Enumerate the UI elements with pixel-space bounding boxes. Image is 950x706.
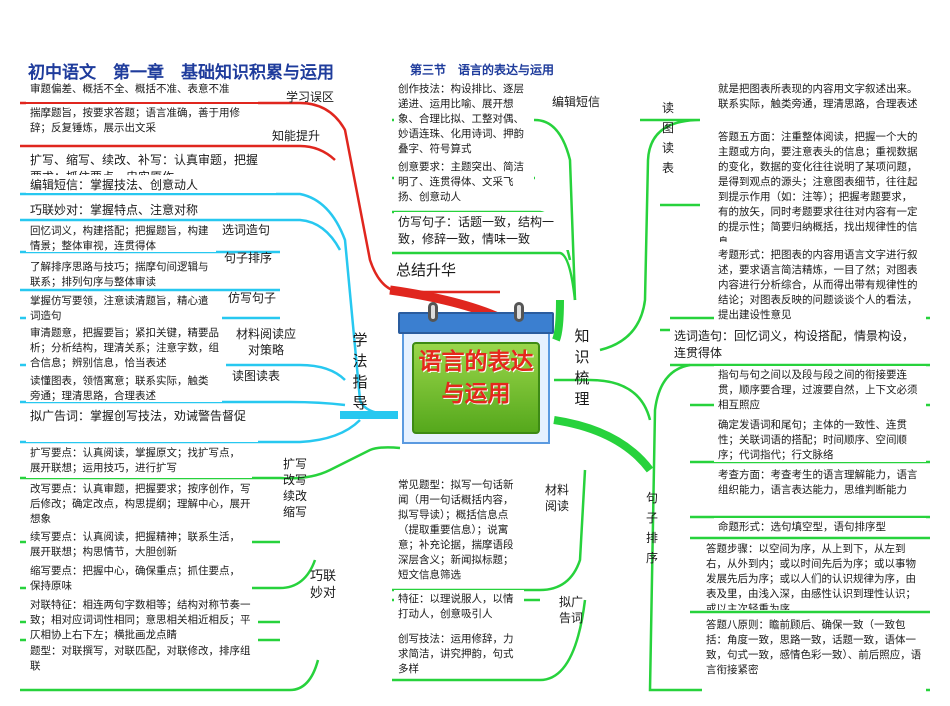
label-sentence-order: 句子排序	[224, 251, 273, 265]
cyan-connectors	[20, 192, 399, 444]
label-study-mistake: 学习误区	[286, 90, 335, 104]
sentence-text-1: 指句与句之间以及段与段之间的衔接要连贯，顺序要合理，过渡要自然，上下文必须相互照…	[714, 366, 926, 412]
expand-text-4: 缩写要点：把握中心，确保重点；抓住要点，保持原味	[26, 562, 252, 594]
left-text-2: 揣摩题旨，按要求答题；语言准确，善于用修辞；反复锤炼，展示出文采	[26, 104, 258, 144]
branch-couplet-text: 巧联妙对	[309, 569, 336, 601]
sms-text-1: 创作技法：构设排比、逐层递进、运用比喻、展开想象、合理比拟、工整对偶、妙语连珠、…	[394, 80, 534, 156]
ad-text-1: 特征：以理说服人，以情打动人，创意吸引人	[394, 590, 524, 622]
ad-text-2: 创写技法：运用修辞，力求简洁，讲究押韵，句式多样	[394, 630, 522, 676]
expand-text-3: 续写要点：认真阅读，把握精神；联系生活，展开联想；构思情节，大胆创新	[26, 528, 252, 560]
center-calendar: 语言的表达与运用	[398, 302, 554, 448]
label-expand-rewrite-text: 扩写改写续改缩写	[282, 457, 307, 519]
center-title: 语言的表达与运用	[418, 348, 534, 407]
sentence-text-6: 答题八原则：瞻前顾后、确保一致（一致包括：角度一致，思路一致，话题一致，语体一致…	[702, 616, 926, 692]
calendar-ring-left	[428, 302, 438, 322]
expand-text-2: 改写要点：认真审题，把握要求；按序创作，写后修改；确定改点，构思提纲；理解中心，…	[26, 480, 258, 528]
sentence-text-3: 考查方面：考查考生的语言理解能力，语言组织能力，语言表达能力，思维判断能力	[714, 466, 926, 514]
left-text-5: 巧联妙对：掌握特点、注意对称	[26, 200, 276, 218]
left-text-8: 掌握仿写要领，注意读清题旨，精心遣词造句	[26, 292, 222, 322]
label-chart-reading: 读图读表	[232, 369, 281, 383]
calendar-header	[398, 312, 554, 334]
label-ad-text: 拟广告词	[558, 595, 583, 625]
label-chart-group: 读图读表	[660, 98, 676, 178]
left-text-9: 审清题意，把握要旨；紧扣关键，精要品析；分析结构，理清关系；注意字数，组合信息；…	[26, 324, 226, 368]
label-imitation: 仿写句子	[228, 291, 277, 305]
label-edit-sms: 编辑短信	[552, 95, 601, 109]
word-choice-text: 选词造句：回忆词义，构设搭配，情景构设，连贯得体	[670, 326, 926, 362]
main-title: 初中语文 第一章 基础知识积累与运用	[28, 63, 334, 83]
label-material-reading-text: 材料阅读	[544, 483, 569, 513]
branch-knowledge-text: 知识梳理	[574, 327, 590, 408]
label-material-strategy-text: 材料阅读应对策略	[235, 327, 296, 357]
label-chart-group-text: 读图读表	[661, 101, 674, 175]
imitate-text: 仿写句子：话题一致，结构一致，修辞一致，情味一致	[394, 212, 570, 250]
left-text-4: 编辑短信：掌握技法、创意动人	[26, 175, 276, 193]
couplet-text-2: 题型：对联撰写，对联匹配，对联修改，排序组联	[26, 642, 256, 674]
branch-study-guide: 学法指导	[350, 330, 370, 414]
sentence-text-4: 命题形式：选句填空型，语句排序型	[714, 518, 926, 536]
label-ad: 拟广告词	[556, 594, 586, 626]
sentence-text-2: 确定发语词和尾句；主体的一致性、连贯性；关联词语的搭配；时间顺序、空间顺序；代词…	[714, 416, 926, 462]
calendar-panel	[412, 342, 540, 434]
branch-couplet: 巧联妙对	[306, 568, 340, 602]
calendar-ring-right	[514, 302, 524, 322]
chart-text-1: 就是把图表所表现的内容用文字叙述出来。联系实际，触类旁通，理清思路，合理表述	[714, 80, 926, 126]
left-text-6: 回忆词义，构建搭配；把握题旨，构建情景；整体审视，连贯得体	[26, 222, 216, 252]
material-text: 常见题型：拟写一句话新闻（用一句话概括内容，拟写导读）；概括信息点（提取重要信息…	[394, 476, 526, 586]
label-material-reading: 材料阅读	[540, 482, 574, 514]
chart-text-3: 考题形式：把图表的内容用语言文字进行叙述，要求语言简洁精炼，一目了然；对图表内容…	[714, 246, 926, 320]
couplet-text-1: 对联特征：相连两句字数相等；结构对称节奏一致；相对应词词性相同；意思相关相近相反…	[26, 596, 258, 642]
sms-text-2: 创意要求：主题突出、简洁明了、连贯得体、文采飞扬、创意动人	[394, 158, 534, 204]
label-material-strategy: 材料阅读应对策略	[232, 326, 300, 358]
label-sentence-group: 句子排序	[644, 488, 660, 568]
sentence-text-5: 答题步骤：以空间为序，从上到下，从左到右，从外到内；或以时间先后为序；或以事物发…	[702, 540, 926, 610]
left-text-11: 拟广告词：掌握创写技法，劝诫警告督促	[26, 406, 258, 442]
branch-knowledge: 知识梳理	[572, 326, 592, 410]
label-sentence-group-text: 句子排序	[645, 491, 658, 565]
label-skill-up: 知能提升	[272, 129, 321, 143]
left-text-1: 审题偏差、概括不全、概括不准、表意不准	[26, 80, 258, 102]
branch-study-guide-text: 学法指导	[352, 331, 368, 412]
label-expand-rewrite: 扩写改写续改缩写	[278, 456, 312, 520]
expand-text-1: 扩写要点：认真阅读，掌握原文；找扩写点，展开联想；运用技巧，进行扩写	[26, 444, 252, 478]
left-text-10: 读懂图表，领悟寓意；联系实际，触类旁通；理清思路，合理表述	[26, 372, 222, 402]
label-word-choice: 选词造句	[222, 223, 271, 237]
section-title: 第三节 语言的表达与运用	[410, 63, 555, 77]
chart-text-2: 答题五方面：注重整体阅读，把握一个大的主题或方向，要注意表头的信息；重视数据的变…	[714, 128, 926, 242]
branch-summary: 总结升华	[396, 261, 457, 279]
left-text-7: 了解排序思路与技巧；揣摩句间逻辑与联系；排列句序与整体审读	[26, 258, 216, 288]
